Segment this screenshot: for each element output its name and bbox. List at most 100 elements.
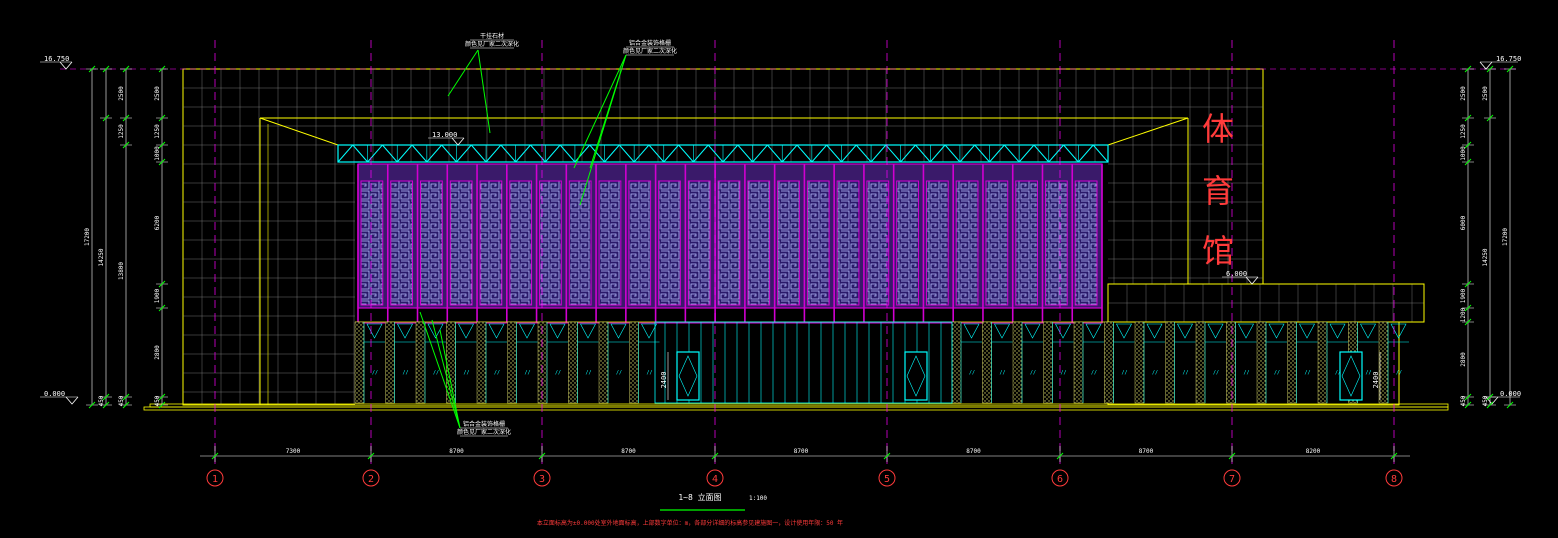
right-dim: 2800 [1460,352,1467,367]
svg-text://: // [1396,370,1402,376]
bay-dim: 8200 [1306,448,1321,455]
bay-dim: 8700 [1139,448,1154,455]
svg-text://: // [464,370,470,376]
svg-text://: // [1335,370,1341,376]
sign-char-2: 育 [1202,172,1234,210]
svg-text://: // [1000,370,1006,376]
left-dim: 1250 [154,124,161,139]
right-dim-total: 17200 [1502,228,1509,246]
right-dim-mid: 2500 [1482,86,1489,101]
title-block: 1~8 立面图 1:100 本立面标高为±0.000处室外地面标高，上部数字单位… [537,492,843,527]
left-dim: 450 [154,395,161,406]
door-dim-left: 2400 [660,372,668,389]
base-steps [143,403,1449,411]
annot-stone-2: 颜色见厂家二次深化 [465,40,519,48]
axis-bubble: 6 [1051,469,1069,487]
svg-text://: // [1366,370,1372,376]
building-sign: 体 育 馆 [1202,110,1234,270]
axis-label: 6 [1057,474,1063,485]
left-dimension-chain: 2500125010006200190028004502500125013800… [84,65,168,409]
left-dim-mid2: 14250 [98,248,105,266]
left-dim: 2500 [154,86,161,101]
annot-grille-top-1: 铝合金装饰格栅 [629,39,671,47]
right-dim: 1000 [1460,146,1467,161]
right-dim-mid: 450 [1482,395,1489,406]
right-dim: 6000 [1460,215,1467,230]
right-dimension-chain: 2500 1250 1000 6000 1900 1200 2800 450 2500 14250… [1460,65,1516,409]
svg-text://: // [1091,370,1097,376]
bay-dim: 7300 [286,448,301,455]
left-dim: 6200 [154,215,161,230]
steel-truss-band [337,144,1109,163]
right-dim-mid: 14250 [1482,248,1489,266]
svg-text://: // [433,370,439,376]
elev-ground-left: 0.000 [44,390,65,398]
elev-canopy: 13.000 [432,131,457,139]
svg-text://: // [494,370,500,376]
axis-bubble: 3 [533,469,551,487]
axis-bubble: 8 [1385,469,1403,487]
sign-char-1: 体 [1202,110,1234,148]
svg-text://: // [525,370,531,376]
drawing-title: 1~8 立面图 [678,492,721,502]
bay-dim: 8700 [794,448,809,455]
annot-grille-bottom-1: 铝合金装饰格栅 [463,420,505,428]
axis-bubble: 7 [1223,469,1241,487]
bay-dim: 8700 [621,448,636,455]
svg-text://: // [1183,370,1189,376]
axis-label: 3 [539,474,545,485]
left-dim: 1900 [154,288,161,303]
axis-label: 7 [1229,474,1235,485]
left-dim-total: 17200 [84,228,91,246]
svg-text://: // [403,370,409,376]
svg-text://: // [647,370,653,376]
axis-label: 4 [712,474,718,485]
annot-grille-bottom-2: 颜色见厂家二次深化 [457,428,511,436]
elev-top-left: 16.750 [44,55,69,63]
axis-label: 8 [1391,474,1397,485]
door-dims: 2400 2400 [660,352,1381,400]
door-dim-right: 2400 [1372,372,1380,389]
leader-annotations: 干挂石材 颜色见厂家二次深化 铝合金装饰格栅 颜色见厂家二次深化 铝合金装饰格栅… [419,32,677,437]
svg-text://: // [1030,370,1036,376]
svg-text://: // [372,370,378,376]
elev-ground-right: 0.000 [1500,390,1521,398]
annot-grille-top-2: 颜色见厂家二次深化 [623,47,677,55]
axis-label: 2 [368,474,374,485]
axis-label: 1 [212,474,218,485]
elev-top-right: 16.750 [1496,55,1521,63]
svg-text://: // [1274,370,1280,376]
axis-label: 5 [884,474,890,485]
axis-bubble: 5 [878,469,896,487]
left-dim: 1000 [154,146,161,161]
svg-text://: // [586,370,592,376]
axis-bubble: 1 [206,469,224,487]
svg-text://: // [1244,370,1250,376]
axis-bubbles: 1 2 3 4 5 6 7 8 [206,469,1403,487]
svg-text://: // [1061,370,1067,376]
elev-side-roof: 6.000 [1226,270,1247,278]
lattice-screen-panels [357,163,1103,324]
svg-text://: // [1305,370,1311,376]
right-dim: 2500 [1460,86,1467,101]
svg-text://: // [1122,370,1128,376]
right-dim: 1250 [1460,124,1467,139]
right-dim: 1900 [1460,288,1467,303]
left-dim-mid2: 450 [98,395,105,406]
svg-text://: // [1213,370,1219,376]
left-dim-mid: 2500 [118,86,125,101]
svg-text://: // [616,370,622,376]
svg-text://: // [555,370,561,376]
axis-bubble: 4 [706,469,724,487]
right-dim: 1200 [1460,307,1467,322]
drawing-scale: 1:100 [749,495,767,502]
axis-lines [214,40,1395,466]
sign-char-3: 馆 [1202,232,1234,270]
svg-text://: // [969,370,975,376]
left-dim-mid: 13800 [118,262,125,280]
left-dim: 2800 [154,345,161,360]
drawing-note: 本立面标高为±0.000处室外地面标高，上部数字单位：m，各部分详细的标高参见建… [537,519,843,527]
left-dim-mid: 450 [118,395,125,406]
